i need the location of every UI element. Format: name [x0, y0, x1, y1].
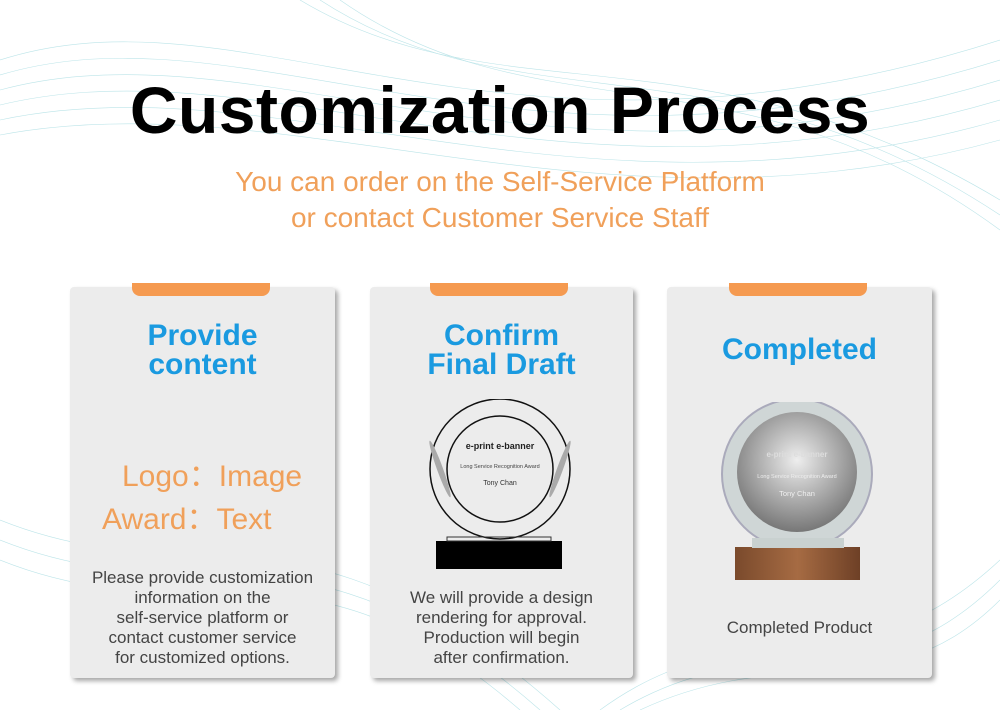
- step-card-completed: Completed e-print e-banner Long Service …: [667, 283, 932, 678]
- subtitle-line-2: or contact Customer Service Staff: [290, 202, 710, 233]
- desc-line: contact customer service: [108, 628, 297, 647]
- desc-line: after confirmation.: [433, 648, 570, 667]
- logo-label: Logo：Image: [122, 460, 303, 493]
- desc-line: Please provide customization: [91, 568, 314, 587]
- award-draft-drawing: e-print e-banner Long Service Recognitio…: [429, 399, 571, 569]
- heading-line: content: [148, 348, 257, 381]
- award-recipient: Tony Chan: [483, 480, 517, 487]
- completed-award-photo: e-print e-banner Long Service Recognitio…: [721, 402, 873, 580]
- subtitle-line-1: You can order on the Self-Service Platfo…: [235, 166, 765, 197]
- award-name: Long Service Recognition Award: [757, 474, 836, 480]
- desc-line: information on the: [134, 588, 271, 607]
- heading-line: Confirm: [444, 319, 559, 352]
- award-name: Long Service Recognition Award: [460, 464, 539, 470]
- award-brand: e-print e-banner: [767, 450, 828, 459]
- heading-line: Provide: [147, 319, 258, 352]
- award-recipient: Tony Chan: [779, 489, 815, 498]
- heading-line: Final Draft: [427, 348, 576, 381]
- desc-line: self-service platform or: [116, 608, 289, 627]
- card-tab: [132, 283, 270, 296]
- award-label: Award：Text: [102, 503, 272, 536]
- page-title: Customization Process: [129, 73, 871, 147]
- award-brand: e-print e-banner: [466, 441, 535, 451]
- desc-line: rendering for approval.: [415, 608, 588, 627]
- desc-line: Production will begin: [423, 628, 580, 647]
- card-tab: [430, 283, 568, 296]
- step-heading: Completed: [721, 333, 877, 366]
- step-description: Completed Product: [726, 618, 873, 637]
- card-tab: [729, 283, 867, 296]
- desc-line: We will provide a design: [410, 588, 593, 607]
- desc-line: for customized options.: [115, 648, 290, 667]
- subtitle: You can order on the Self-Service Platfo…: [0, 164, 1000, 236]
